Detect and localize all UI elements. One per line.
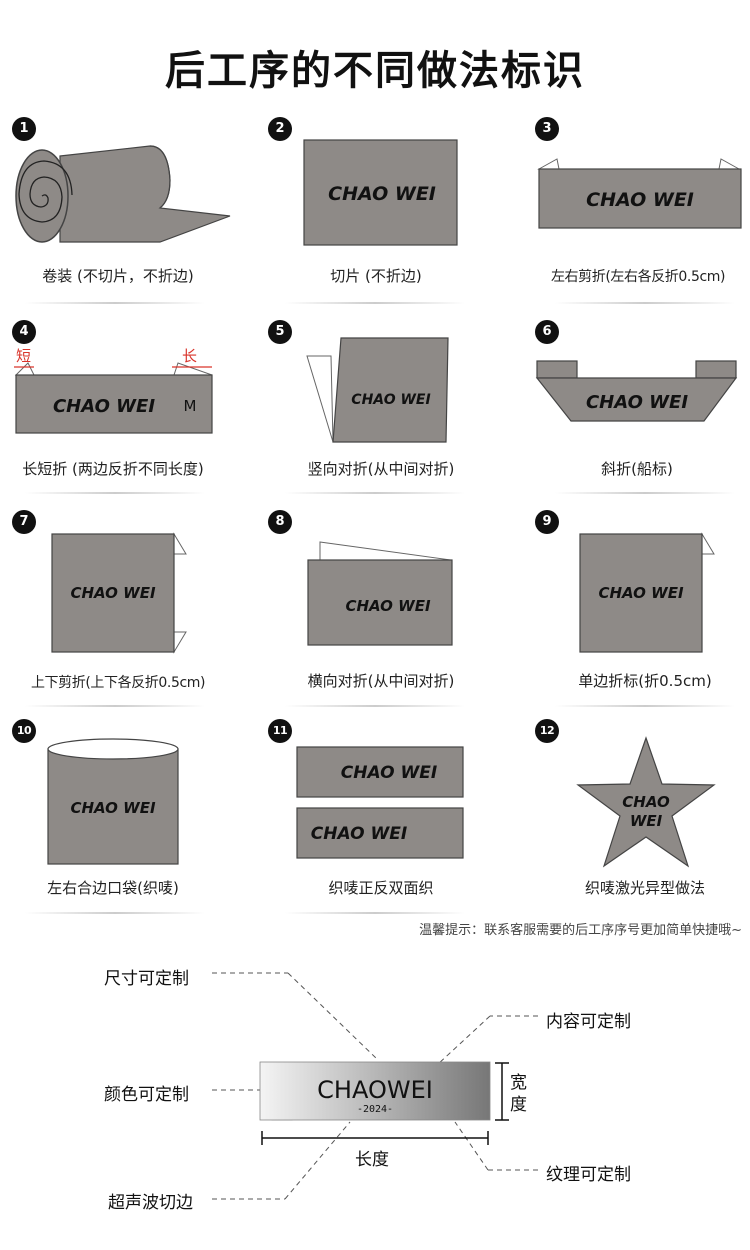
item-number-badge: 12 — [535, 719, 559, 743]
brand-text: CHAO WEI — [598, 584, 683, 602]
item-caption: 左右剪折(左右各反折0.5cm) — [550, 269, 726, 285]
double-sided-illustration: CHAO WEI CHAO WEI — [296, 746, 464, 859]
color-custom-label: 颜色可定制 — [104, 1085, 189, 1105]
item-caption: 斜折(船标) — [601, 460, 673, 478]
flat-label-illustration: CHAO WEI — [303, 139, 458, 246]
item-number-badge: 6 — [535, 320, 559, 344]
width-label: 宽度 — [510, 1073, 527, 1115]
roll-illustration — [15, 145, 231, 243]
divider — [285, 492, 465, 494]
divider — [285, 912, 465, 914]
item-caption: 左右合边口袋(织唛) — [47, 879, 179, 897]
horizontal-fold-illustration: CHAO WEI — [307, 541, 453, 646]
item-caption: 单边折标(折0.5cm) — [578, 672, 712, 690]
long-label: 长 — [182, 347, 197, 365]
item-caption: 上下剪折(上下各反折0.5cm) — [30, 675, 206, 691]
diagram-label-text: CHAOWEI — [317, 1076, 433, 1104]
item-number-badge: 10 — [12, 719, 36, 743]
length-label: 长度 — [355, 1150, 389, 1170]
brand-text: CHAO WEI — [311, 824, 407, 844]
brand-text: CHAO WEI — [351, 392, 430, 408]
brand-text: CHAO WEI — [53, 396, 155, 417]
item-caption: 卷装 (不切片，不折边) — [42, 267, 194, 285]
item-caption: 织唛激光异型做法 — [584, 879, 705, 897]
ultrasonic-cut-label: 超声波切边 — [108, 1193, 193, 1213]
top-bottom-fold-illustration: CHAO WEI — [51, 532, 187, 654]
item-number-badge: 2 — [268, 117, 292, 141]
page-title: 后工序的不同做法标识 — [165, 48, 585, 94]
divider — [285, 302, 465, 304]
divider — [25, 302, 205, 304]
size-mark: M — [184, 397, 197, 415]
item-number-badge: 7 — [12, 510, 36, 534]
item-caption: 切片 (不折边) — [330, 267, 422, 285]
divider — [555, 302, 735, 304]
star-text-line1: CHAO — [622, 793, 670, 811]
item-caption: 竖向对折(从中间对折) — [307, 460, 455, 478]
divider — [555, 492, 735, 494]
texture-custom-label: 纹理可定制 — [546, 1165, 631, 1185]
end-fold-label-illustration: CHAO WEI — [537, 158, 742, 229]
brand-text: CHAO WEI — [345, 597, 430, 615]
tip-text: 温馨提示：联系客服需要的后工序序号更加简单快捷哦~ — [419, 923, 742, 938]
brand-text: CHAO WEI — [586, 189, 694, 211]
brand-text: CHAO WEI — [70, 584, 155, 602]
long-short-fold-illustration: 短 长 CHAO WEI M — [14, 347, 213, 434]
customization-diagram: CHAOWEI -2024- — [212, 972, 538, 1200]
item-number-badge: 9 — [535, 510, 559, 534]
divider — [25, 705, 205, 707]
brand-text: CHAO WEI — [328, 183, 436, 205]
pocket-label-illustration: CHAO WEI — [47, 738, 179, 865]
divider — [285, 705, 465, 707]
mitre-fold-illustration: CHAO WEI — [535, 360, 738, 422]
brand-text: CHAO WEI — [70, 799, 155, 817]
divider — [25, 492, 205, 494]
brand-text: CHAO WEI — [341, 763, 437, 783]
single-side-fold-illustration: CHAO WEI — [579, 532, 715, 653]
star-text-line2: WEI — [630, 812, 663, 830]
size-custom-label: 尺寸可定制 — [104, 969, 189, 989]
item-caption: 横向对折(从中间对折) — [307, 672, 455, 690]
item-number-badge: 11 — [268, 719, 292, 743]
brand-text: CHAO WEI — [586, 392, 688, 413]
item-number-badge: 8 — [268, 510, 292, 534]
item-number-badge: 4 — [12, 320, 36, 344]
vertical-fold-illustration: CHAO WEI — [306, 337, 449, 443]
item-number-badge: 5 — [268, 320, 292, 344]
item-number-badge: 1 — [12, 117, 36, 141]
divider — [555, 705, 735, 707]
diagram-year: -2024- — [357, 1104, 393, 1115]
short-label: 短 — [16, 347, 31, 365]
item-caption: 织唛正反双面织 — [328, 879, 434, 897]
star-shaped-label-illustration: CHAO WEI — [576, 736, 716, 868]
item-number-badge: 3 — [535, 117, 559, 141]
item-caption: 长短折 (两边反折不同长度) — [22, 460, 204, 478]
divider — [25, 912, 205, 914]
content-custom-label: 内容可定制 — [546, 1012, 631, 1032]
